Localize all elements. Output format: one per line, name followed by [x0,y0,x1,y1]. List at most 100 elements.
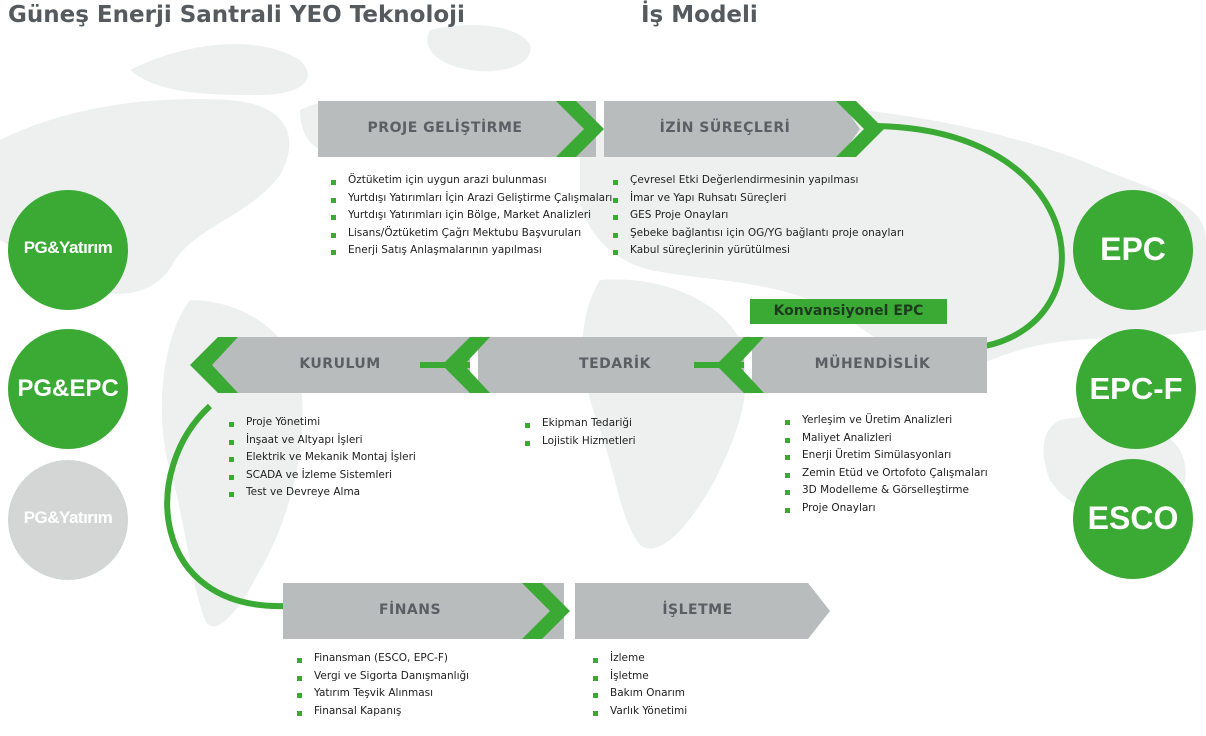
list-item: Kabul süreçlerinin yürütülmesi [612,242,904,260]
chevron-right-icon [522,583,570,639]
circle-left-label-1: PG&Yatırım [23,238,113,257]
list-item: Zemin Etüd ve Ortofoto Çalışmaları [784,465,988,483]
banner-proje-gelistirme [318,101,596,157]
list-item: Proje Yönetimi [228,414,416,432]
circle-left-1 [8,190,128,310]
chevron-left-icon [190,337,238,393]
bullet-square-icon [785,420,790,425]
list-muhendislik: Yerleşim ve Üretim Analizleri Maliyet An… [784,412,988,518]
stage-label-tedarik: TEDARİK [579,356,651,372]
list-item: Finansman (ESCO, EPC-F) [296,650,469,668]
stage-label-izin-surecleri: İZİN SÜREÇLERİ [659,120,791,136]
list-item: Proje Onayları [784,500,988,518]
circle-left-2 [8,329,128,449]
banner-tedarik [478,337,744,393]
list-finans: Finansman (ESCO, EPC-F) Vergi ve Sigorta… [296,650,469,720]
list-isletme: İzleme İşletme Bakım Onarım Varlık Yönet… [592,650,687,720]
banner-muhendislik [752,337,987,393]
bullet-square-icon [785,455,790,461]
list-item: Yurtdışı Yatırımları için Bölge, Market … [330,207,612,225]
bullet-square-icon [229,422,234,427]
bullet-square-icon [229,457,234,463]
list-item: Yerleşim ve Üretim Analizleri [784,412,988,430]
connector-curve-right [869,123,1065,349]
circle-left-label-2: PG&EPC [17,375,119,402]
bullet-square-icon [785,472,790,478]
list-item: İşletme [592,668,687,686]
list-tedarik: Ekipman Tedariği Lojistik Hizmetleri [524,415,636,450]
stage-label-muhendislik: MÜHENDİSLİK [814,356,931,372]
list-item: Test ve Devreye Alma [228,484,416,502]
bullet-square-icon [613,215,618,221]
list-item: İnşaat ve Altyapı İşleri [228,432,416,450]
list-item: GES Proje Onayları [612,207,904,225]
bullet-square-icon [331,232,336,238]
bullet-square-icon [613,250,618,256]
chevron-right-icon [836,101,884,157]
stage-label-proje-gelistirme: PROJE GELİŞTİRME [367,120,523,136]
bullet-square-icon [593,658,598,663]
bullet-square-icon [229,474,234,480]
list-item: Varlık Yönetimi [592,703,687,721]
list-item: Finansal Kapanış [296,703,469,721]
bullet-square-icon [785,437,790,443]
bullet-square-icon [613,180,618,185]
list-item: Elektrik ve Mekanik Montaj İşleri [228,449,416,467]
list-item: Enerji Üretim Simülasyonları [784,447,988,465]
stage-label-isletme: İŞLETME [662,602,733,618]
list-item: İzleme [592,650,687,668]
bullet-square-icon [297,675,302,681]
bullet-square-icon [593,693,598,699]
stage-label-finans: FİNANS [378,602,442,618]
page-subtitle: İş Modeli [641,2,758,28]
banner-izin-surecleri [604,101,860,157]
list-item: Yurtdışı Yatırımları İçin Arazi Geliştir… [330,190,612,208]
circle-right-label-2: EPC-F [1089,371,1183,406]
bullet-square-icon [331,215,336,221]
bullet-square-icon [613,232,618,238]
circle-right-2 [1076,329,1196,449]
circle-right-label-3: ESCO [1087,500,1179,536]
list-item: Maliyet Analizleri [784,430,988,448]
list-item: Bakım Onarım [592,685,687,703]
bullet-square-icon [525,423,530,428]
list-item: Lojistik Hizmetleri [524,433,636,451]
connector-bar [420,362,470,368]
bullet-square-icon [297,693,302,699]
bullet-square-icon [297,710,302,716]
list-item: Yatırım Teşvik Alınması [296,685,469,703]
list-item: Öztüketim için uygun arazi bulunması [330,172,612,190]
list-item: SCADA ve İzleme Sistemleri [228,467,416,485]
stage-label-kurulum: KURULUM [299,356,381,372]
chevrons [190,101,884,639]
list-item: Vergi ve Sigorta Danışmanlığı [296,668,469,686]
list-item: 3D Modelleme & Görselleştirme [784,482,988,500]
list-item: Çevresel Etki Değerlendirmesinin yapılma… [612,172,904,190]
list-item: Enerji Satış Anlaşmalarının yapılması [330,242,612,260]
circle-right-3 [1073,459,1193,579]
connector-curve-left [164,403,286,610]
bullet-square-icon [593,710,598,716]
chevron-right-icon [556,101,604,157]
bullet-square-icon [593,675,598,681]
banner-finans [283,583,564,639]
circle-right-1 [1073,190,1193,310]
bullet-square-icon [331,197,336,203]
bullet-square-icon [229,439,234,445]
list-item: Ekipman Tedariği [524,415,636,433]
banner-isletme [575,583,830,639]
bullet-square-icon [331,250,336,256]
list-kurulum: Proje Yönetimi İnşaat ve Altyapı İşleri … [228,414,416,502]
list-izin-surecleri: Çevresel Etki Değerlendirmesinin yapılma… [612,172,904,260]
page-title: Güneş Enerji Santrali YEO Teknoloji [8,2,465,28]
bullet-square-icon [785,490,790,496]
bullet-square-icon [229,492,234,498]
konvansiyonel-epc-badge: Konvansiyonel EPC [750,299,947,324]
circle-left-3 [8,460,128,580]
bullet-square-icon [785,507,790,513]
list-item: İmar ve Yapı Ruhsatı Süreçleri [612,190,904,208]
connector-bar [694,362,744,368]
list-proje-gelistirme: Öztüketim için uygun arazi bulunması Yur… [330,172,612,260]
bullet-square-icon [331,180,336,185]
